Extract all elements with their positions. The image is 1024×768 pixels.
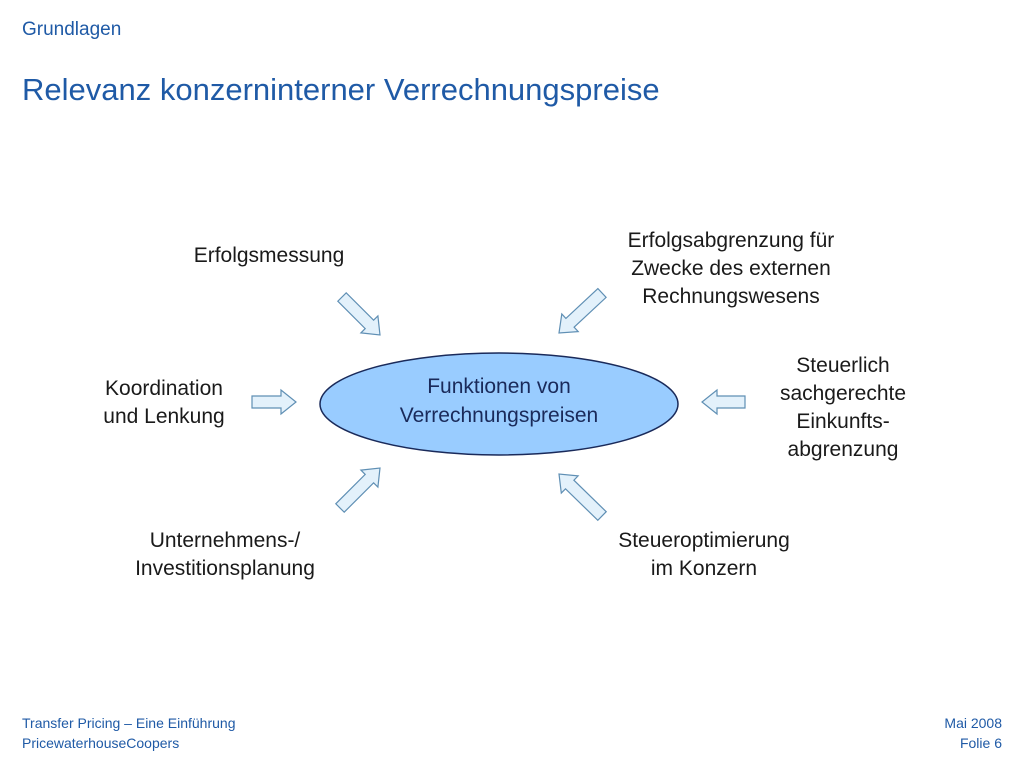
node-line: Erfolgsabgrenzung für [627, 229, 835, 252]
node-planung: Unternehmens-/ Investitionsplanung [100, 527, 350, 583]
arrow-koordination [251, 388, 297, 416]
footer-slide-number: Folie 6 [959, 735, 1002, 751]
footer-date: Mai 2008 [944, 715, 1002, 731]
node-line: Investitionsplanung [135, 557, 315, 580]
node-line: abgrenzung [787, 438, 899, 461]
node-line: Unternehmens-/ [149, 529, 301, 552]
node-line: im Konzern [650, 557, 758, 580]
node-steueroptimierung: Steueroptimierung im Konzern [583, 527, 825, 583]
node-line: Steueroptimierung [618, 529, 790, 552]
node-line: Rechnungswesens [642, 285, 820, 308]
node-erfolgsabgrenzung: Erfolgsabgrenzung für Zwecke des externe… [588, 227, 874, 311]
footer-left: Transfer Pricing – Eine Einführung Price… [22, 713, 235, 753]
center-ellipse [319, 352, 679, 456]
footer-company: PricewaterhouseCoopers [22, 735, 180, 751]
node-line: Zwecke des externen [631, 257, 831, 280]
node-line: Steuerlich [796, 354, 890, 377]
node-koordination: Koordination und Lenkung [70, 375, 258, 431]
center-label-line-1: Funktionen von [427, 375, 571, 398]
slide-title: Relevanz konzerninterner Verrechnungspre… [22, 72, 660, 107]
node-line: sachgerechte [779, 382, 907, 405]
node-steuerlich: Steuerlich sachgerechte Einkunfts- abgre… [754, 352, 932, 464]
node-line: Erfolgsmessung [193, 244, 345, 267]
footer-presentation-title: Transfer Pricing – Eine Einführung [22, 715, 236, 731]
arrow-erfolgsabgrenzung [558, 287, 607, 334]
arrow-erfolgsmessung [336, 291, 381, 336]
arrows [251, 287, 746, 522]
node-line: Einkunfts- [796, 410, 890, 433]
node-line: und Lenkung [103, 405, 225, 428]
section-label: Grundlagen [22, 19, 122, 40]
center-label-line-2: Verrechnungspreisen [399, 404, 599, 427]
node-erfolgsmessung: Erfolgsmessung [158, 242, 380, 270]
center-label: Funktionen von Verrechnungspreisen [320, 372, 678, 430]
arrow-steuerlich [701, 388, 746, 416]
footer-right: Mai 2008 Folie 6 [944, 713, 1002, 753]
arrow-planung [334, 467, 381, 514]
node-line: Koordination [105, 377, 223, 400]
arrow-steueroptimierung [558, 473, 608, 522]
